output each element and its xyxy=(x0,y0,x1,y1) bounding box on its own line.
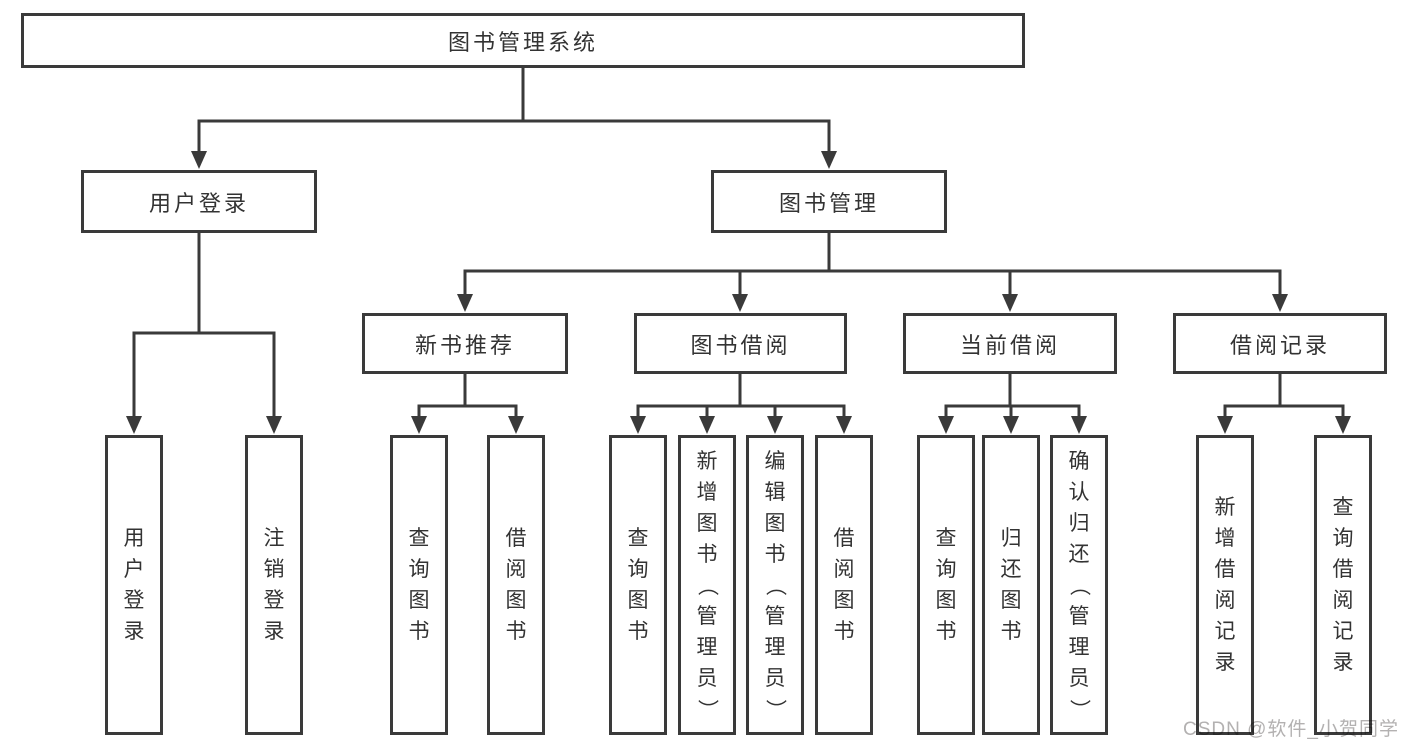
leaf-newbooks-borrow-books: 借阅图书 xyxy=(487,435,545,735)
leaf-borrow-query-books: 查询图书 xyxy=(609,435,667,735)
leaf-current-return-books: 归还图书 xyxy=(982,435,1040,735)
node-new-book-recommend: 新书推荐 xyxy=(362,313,568,374)
leaf-borrow-add-books-admin: 新增图书（管理员） xyxy=(678,435,736,735)
leaf-current-confirm-return-admin: 确认归还（管理员） xyxy=(1050,435,1108,735)
leaf-logout: 注销登录 xyxy=(245,435,303,735)
node-book-borrow: 图书借阅 xyxy=(634,313,847,374)
node-book-management: 图书管理 xyxy=(711,170,947,233)
leaf-current-query-books: 查询图书 xyxy=(917,435,975,735)
leaf-records-add-record: 新增借阅记录 xyxy=(1196,435,1254,735)
node-borrow-records: 借阅记录 xyxy=(1173,313,1387,374)
leaf-newbooks-query-books: 查询图书 xyxy=(390,435,448,735)
leaf-records-query-record: 查询借阅记录 xyxy=(1314,435,1372,735)
leaf-borrow-borrow-books: 借阅图书 xyxy=(815,435,873,735)
node-user-login: 用户登录 xyxy=(81,170,317,233)
leaf-borrow-edit-books-admin: 编辑图书（管理员） xyxy=(746,435,804,735)
node-current-borrow: 当前借阅 xyxy=(903,313,1117,374)
node-library-system: 图书管理系统 xyxy=(21,13,1025,68)
leaf-user-login: 用户登录 xyxy=(105,435,163,735)
csdn-watermark: CSDN @软件_小贺同学 xyxy=(1183,719,1399,740)
